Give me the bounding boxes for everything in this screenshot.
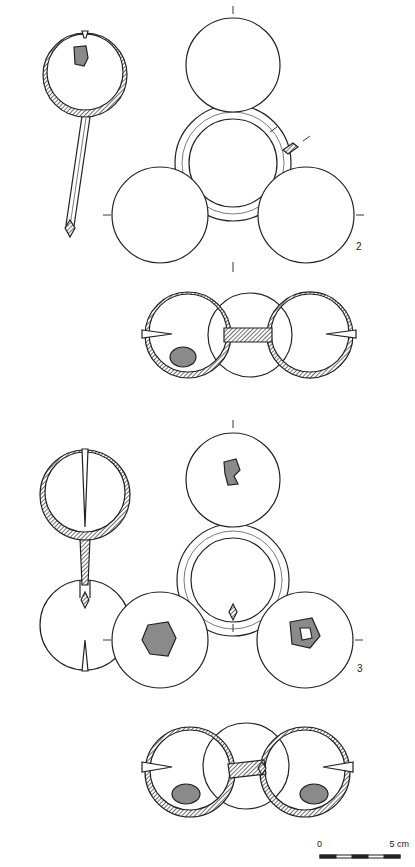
- side-view: [79, 580, 80, 598]
- side-view: [82, 31, 88, 38]
- figure-number: 2: [356, 242, 362, 252]
- top-view: [233, 420, 234, 428]
- front-view: [142, 330, 172, 338]
- scale-bar: [320, 855, 336, 858]
- top-view: [112, 592, 208, 688]
- scale-bar: [384, 855, 400, 858]
- front-view: [170, 347, 196, 367]
- top-view: [103, 215, 111, 216]
- front-view: [224, 328, 272, 342]
- top-view: [270, 127, 277, 132]
- front-view: [228, 760, 266, 778]
- top-view: [233, 262, 234, 272]
- top-view: [103, 420, 363, 688]
- scale-label: 0: [317, 840, 322, 849]
- front-view: [258, 762, 266, 775]
- top-view: [303, 136, 310, 141]
- top-view: [186, 18, 280, 112]
- side-view: [81, 592, 89, 608]
- top-view: [229, 604, 237, 620]
- side-view: [82, 640, 88, 671]
- top-view: [191, 538, 275, 622]
- side-view: [66, 116, 90, 226]
- side-view: [43, 33, 127, 117]
- top-view: [356, 215, 364, 216]
- scale-label: 5 cm: [389, 840, 409, 849]
- top-view: [283, 143, 298, 154]
- side-view: [82, 449, 88, 527]
- top-view: [233, 624, 234, 632]
- front-view: [300, 784, 328, 804]
- top-view: [233, 6, 234, 14]
- top-view: [290, 618, 320, 648]
- top-view: [112, 167, 208, 263]
- front-view: [142, 762, 172, 772]
- side-view: [74, 46, 88, 66]
- side-view: [40, 450, 130, 540]
- front-view: [323, 762, 353, 772]
- top-view: [103, 6, 364, 272]
- front-view: [142, 723, 353, 817]
- top-view: [258, 167, 354, 263]
- top-view: [103, 6, 364, 272]
- front-view: [172, 784, 200, 804]
- front-view: [260, 727, 350, 817]
- top-view: [186, 433, 280, 527]
- top-view: [103, 420, 363, 640]
- top-view: [224, 459, 240, 485]
- top-view: [257, 592, 353, 688]
- front-view: [326, 330, 356, 338]
- top-view: [142, 622, 176, 656]
- top-view: [355, 640, 363, 641]
- front-view: [142, 292, 356, 378]
- side-view: [70, 118, 86, 226]
- scale-bar: [352, 855, 368, 858]
- side-view: [80, 538, 90, 585]
- side-view: [89, 580, 90, 598]
- scale-bar: [320, 855, 400, 858]
- scale-bar: [320, 855, 400, 858]
- top-view: [103, 640, 111, 641]
- front-view: [145, 727, 235, 817]
- side-view: [65, 220, 75, 237]
- figure-number: 3: [357, 664, 363, 674]
